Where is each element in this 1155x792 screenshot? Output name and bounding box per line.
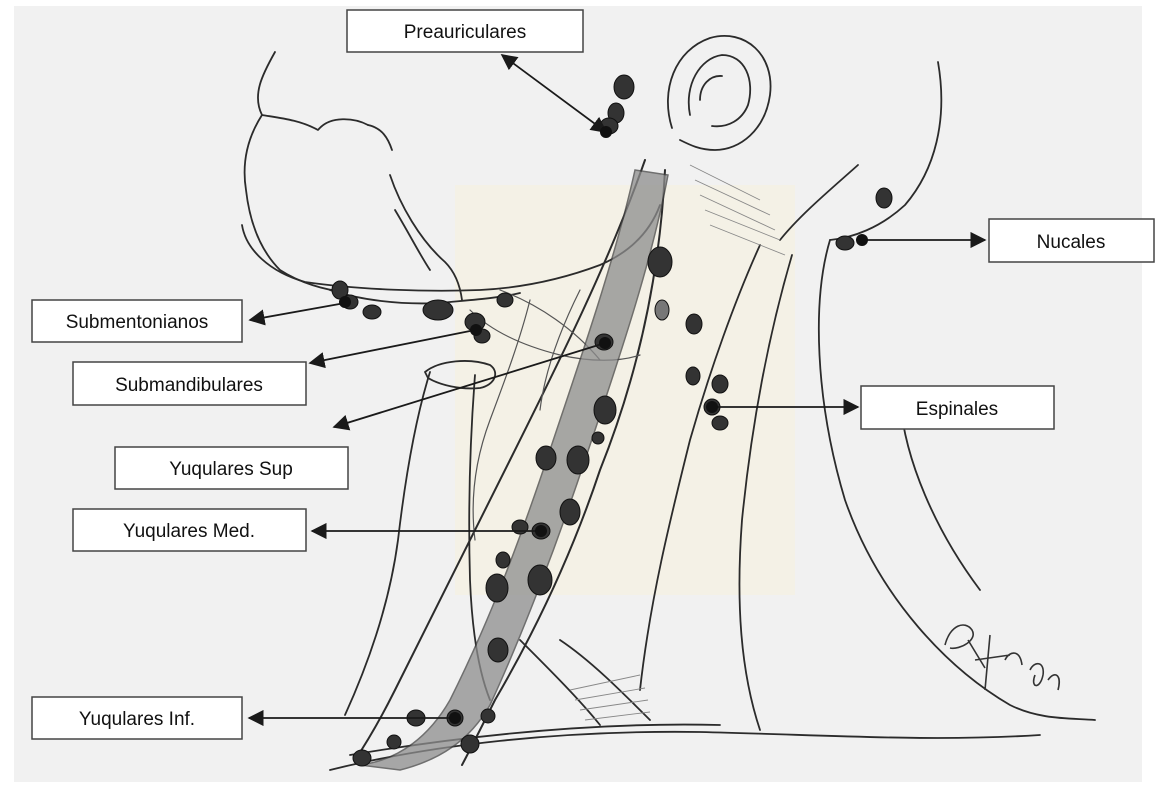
label-yugulares-med-text: Yuqulares Med.: [123, 521, 255, 542]
label-submandibulares: Submandibulares: [73, 362, 306, 405]
label-yugulares-sup: Yuqulares Sup: [115, 447, 348, 489]
lymph-node: [528, 565, 552, 595]
lymph-node: [592, 432, 604, 444]
label-yugulares-inf-text: Yuqulares Inf.: [79, 709, 195, 730]
label-yugulares-med: Yuqulares Med.: [73, 509, 306, 551]
lymph-node: [536, 446, 556, 470]
lymph-node: [481, 709, 495, 723]
label-preauriculares: Preauriculares: [347, 10, 583, 52]
label-preauriculares-text: Preauriculares: [404, 22, 527, 43]
lymph-node: [353, 750, 371, 766]
lymph-node: [567, 446, 589, 474]
label-submentonianos-text: Submentonianos: [66, 312, 209, 333]
lymph-node: [655, 300, 669, 320]
lymph-node: [363, 305, 381, 319]
lymph-node: [423, 300, 453, 320]
lymph-node: [594, 396, 616, 424]
label-nucales: Nucales: [989, 219, 1154, 262]
lymph-node: [461, 735, 479, 753]
lymph-node: [712, 416, 728, 430]
label-submentonianos: Submentonianos: [32, 300, 242, 342]
lymph-node: [497, 293, 513, 307]
lymph-node: [686, 314, 702, 334]
lymph-node: [648, 247, 672, 277]
lymph-node: [486, 574, 508, 602]
lymph-node: [614, 75, 634, 99]
lymph-node: [496, 552, 510, 568]
label-nucales-text: Nucales: [1037, 232, 1106, 253]
lymph-node: [387, 735, 401, 749]
label-submandibulares-text: Submandibulares: [115, 375, 263, 396]
lymph-node: [560, 499, 580, 525]
label-espinales: Espinales: [861, 386, 1054, 429]
label-yugulares-sup-text: Yuqulares Sup: [169, 459, 293, 480]
lymph-node: [488, 638, 508, 662]
lymph-node: [876, 188, 892, 208]
lymph-node: [712, 375, 728, 393]
label-espinales-text: Espinales: [916, 399, 998, 420]
label-yugulares-inf: Yuqulares Inf.: [32, 697, 242, 739]
lymph-node: [686, 367, 700, 385]
lymph-node: [836, 236, 854, 250]
